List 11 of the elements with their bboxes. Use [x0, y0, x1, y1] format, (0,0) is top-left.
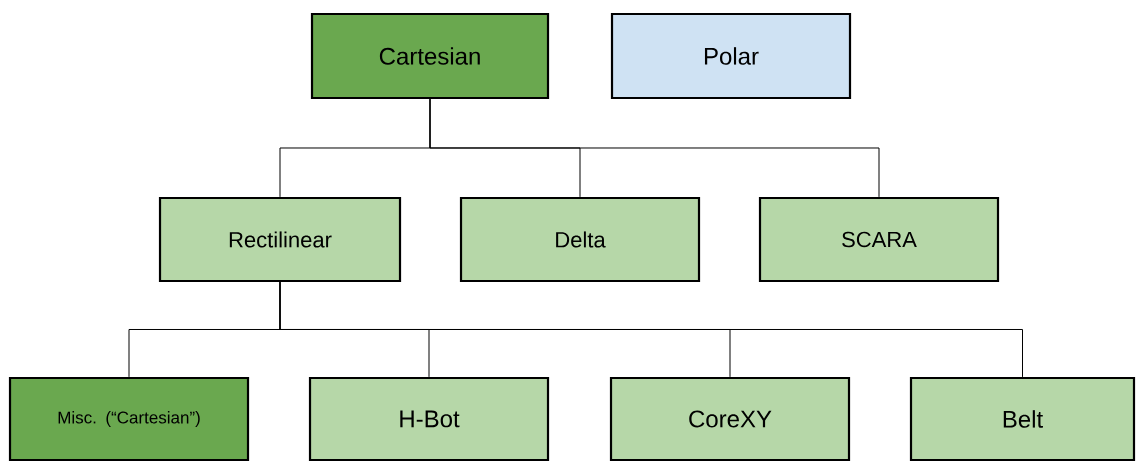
category-box: Delta [459, 196, 701, 283]
category-box: Rectilinear [158, 196, 402, 283]
connector-line [279, 281, 1023, 378]
category-box: Cartesian [310, 12, 550, 100]
category-box: H-Bot [308, 376, 550, 462]
category-box: Polar [610, 12, 852, 100]
category-box: Misc. (“Cartesian”) [8, 376, 250, 462]
category-box: CoreXY [609, 376, 851, 462]
category-box: Belt [909, 376, 1136, 462]
connector-line [429, 98, 880, 198]
category-box: SCARA [758, 196, 1000, 283]
